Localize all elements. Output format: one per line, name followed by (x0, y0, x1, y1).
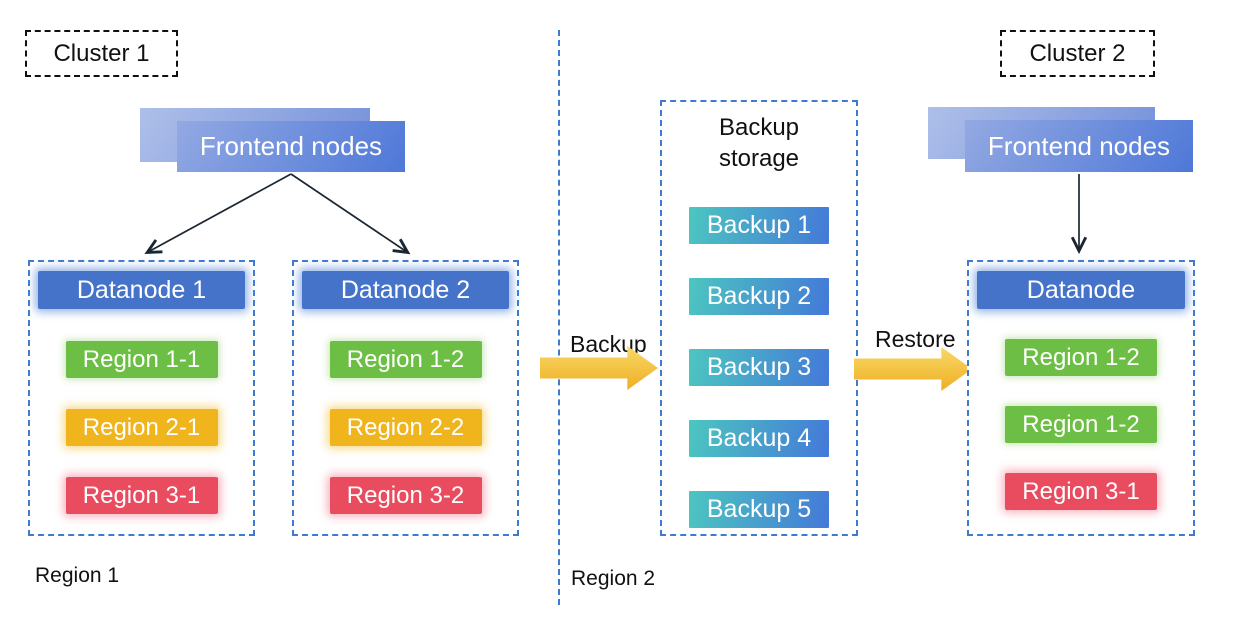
datanode2-title: Datanode 2 (340, 275, 471, 304)
backup-item: Backup 5 (689, 491, 829, 529)
region-chip-label: Region 2-2 (346, 413, 465, 441)
cluster1-frontend-box: Frontend nodes (177, 121, 405, 172)
cluster1-frontend-label: Frontend nodes (199, 131, 383, 161)
backup-storage-title: Backup storage (718, 114, 800, 173)
region-chip: Region 1-2 (329, 341, 482, 378)
region-chip-label: Region 1-2 (1022, 343, 1140, 371)
datanode2-header: Datanode 2 (302, 271, 509, 309)
backup-storage-container: Backup storage Backup 1 Backup 2 Backup … (660, 100, 858, 536)
datanode1-container: Datanode 1 Region 1-1 Region 2-1 Region … (28, 260, 255, 536)
region-chip-label: Region 2-1 (82, 413, 201, 441)
backup-item: Backup 1 (689, 207, 829, 245)
region-chip-label: Region 1-1 (82, 345, 201, 373)
backup-item-label: Backup 1 (706, 211, 812, 240)
region-chip: Region 1-1 (65, 341, 218, 378)
cluster2-datanode-title: Datanode (1026, 275, 1136, 304)
datanode1-regions: Region 1-1 Region 2-1 Region 3-1 (30, 341, 253, 514)
region-chip: Region 3-2 (329, 477, 482, 514)
cluster2-label: Cluster 2 (1029, 39, 1126, 67)
backup-item-label: Backup 4 (706, 424, 812, 453)
cluster1-label-box: Cluster 1 (25, 30, 178, 77)
backup-item: Backup 3 (689, 349, 829, 387)
cluster2-label-box: Cluster 2 (1000, 30, 1155, 77)
zone2-label: Region 2 (571, 567, 656, 590)
datanode2-container: Datanode 2 Region 1-2 Region 2-2 Region … (292, 260, 519, 536)
backup-item: Backup 4 (689, 420, 829, 458)
frontend-to-datanode1-arrow (144, 173, 292, 254)
datanode1-title: Datanode 1 (76, 275, 207, 304)
backup-item-label: Backup 5 (706, 495, 812, 524)
cluster1-label: Cluster 1 (53, 39, 150, 67)
datanode1-header: Datanode 1 (38, 271, 245, 309)
region-chip-label: Region 1-2 (1022, 410, 1140, 438)
cluster2-frontend-box: Frontend nodes (965, 120, 1193, 172)
region-chip: Region 1-2 (1005, 339, 1157, 376)
backup-item: Backup 2 (689, 278, 829, 316)
cluster2-datanode-regions: Region 1-2 Region 1-2 Region 3-1 (969, 339, 1193, 510)
region-chip: Region 2-1 (65, 409, 218, 446)
region-chip-label: Region 3-1 (82, 481, 201, 509)
region-chip-label: Region 3-1 (1022, 477, 1140, 505)
region-chip: Region 3-1 (1005, 473, 1157, 510)
backup-item-label: Backup 3 (706, 353, 812, 382)
cluster2-frontend-label: Frontend nodes (987, 130, 1171, 161)
zone1-label: Region 1 (35, 564, 120, 587)
region-chip: Region 3-1 (65, 477, 218, 514)
cluster2-datanode-container: Datanode Region 1-2 Region 1-2 Region 3-… (967, 260, 1195, 536)
region-chip: Region 1-2 (1005, 406, 1157, 443)
restore-flow-arrow (854, 347, 972, 391)
region-chip-label: Region 1-2 (346, 345, 465, 373)
frontend-to-datanode2-arrow (290, 173, 411, 255)
backup-list: Backup 1 Backup 2 Backup 3 Backup 4 Back… (662, 207, 856, 529)
datanode2-regions: Region 1-2 Region 2-2 Region 3-2 (294, 341, 517, 514)
cluster2-datanode-header: Datanode (977, 271, 1185, 309)
region-chip: Region 2-2 (329, 409, 482, 446)
region-chip-label: Region 3-2 (346, 481, 465, 509)
region-divider-line (558, 30, 560, 605)
backup-item-label: Backup 2 (706, 282, 812, 311)
